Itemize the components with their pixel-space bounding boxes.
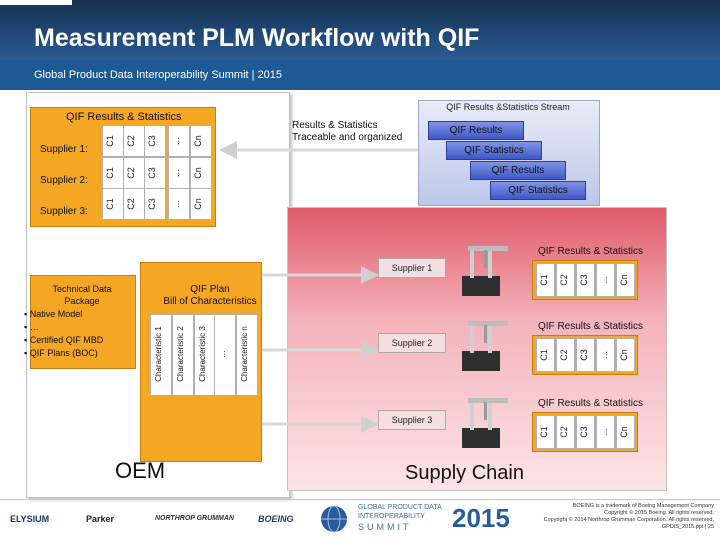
logo-elysium: ELYSIUM (10, 514, 50, 524)
tdp-title-line-1: Technical Data (52, 284, 112, 294)
cmm-machine-icon (458, 319, 520, 375)
supply-results-cell (536, 338, 555, 372)
qif-plan-title: QIF Plan (190, 284, 230, 295)
legal-line-3: Copyright © 2014 Northrop Grumman Corpor… (543, 517, 714, 523)
tdp-item-4: ▪ QIF Plans (BOC) (24, 348, 98, 358)
traceable-line-1: Results & Statistics (292, 120, 378, 131)
summit-line-2: INTEROPERABILITY (358, 513, 425, 520)
stream-qif-results-1: QIF Results (428, 121, 524, 140)
supply-results-cell (596, 263, 615, 297)
supply-results-title: QIF Results & Statistics (538, 398, 644, 409)
summit-line-3: SUMMIT (358, 522, 412, 532)
logo-boeing: BOEING (258, 514, 294, 524)
globe-icon (321, 505, 347, 533)
tdp-panel (30, 275, 136, 369)
logo-parker: Parker (86, 514, 115, 524)
stream-qif-results-2: QIF Results (470, 161, 566, 180)
legal-line-1: BOEING is a trademark of Boeing Manageme… (572, 503, 714, 509)
page-subtitle: Global Product Data Interoperability Sum… (34, 69, 283, 81)
oem-supplier-3-label: Supplier 3: (40, 206, 88, 217)
page-title: Measurement PLM Workflow with QIF (34, 24, 480, 52)
characteristic-cell (172, 314, 194, 396)
supply-results-cell (596, 338, 615, 372)
summit-year: 2015 (452, 503, 510, 533)
characteristic-cell (150, 314, 172, 396)
supply-results-cell (576, 415, 595, 449)
supplier-box: Supplier 3 (378, 410, 446, 430)
oem-results-title: QIF Results & Statistics (66, 111, 182, 123)
supply-results-title: QIF Results & Statistics (538, 246, 644, 257)
tdp-item-1: ▪ Native Model (24, 309, 83, 319)
supply-results-cell (616, 338, 635, 372)
legal-line-4: GPDIS_2015.ppt | 25 (661, 524, 714, 530)
tdp-item-2: ▪ … (24, 322, 39, 332)
supply-results-title: QIF Results & Statistics (538, 321, 644, 332)
header-bar (0, 0, 720, 60)
oem-results-cell (168, 188, 190, 220)
supply-results-cell (596, 415, 615, 449)
subtitle-band (0, 60, 720, 90)
stream-qif-statistics-1: QIF Statistics (446, 141, 542, 160)
characteristic-cell (214, 314, 236, 396)
summit-line-1: GLOBAL PRODUCT DATA (358, 504, 442, 511)
oem-results-cell (144, 188, 166, 220)
oem-results-cell (168, 125, 190, 157)
stream-qif-statistics-2: QIF Statistics (490, 181, 586, 200)
oem-supplier-1-label: Supplier 1: (40, 144, 88, 155)
oem-supplier-2-label: Supplier 2: (40, 175, 88, 186)
supply-results-cell (616, 263, 635, 297)
header-tab (0, 0, 72, 5)
supplier-box: Supplier 1 (378, 258, 446, 278)
supply-results-cell (556, 263, 575, 297)
supply-results-cell (536, 415, 555, 449)
oem-results-cell (144, 125, 166, 157)
footer-divider (0, 499, 720, 500)
stream-title: QIF Results &Statistics Stream (446, 102, 570, 112)
oem-results-cell (190, 188, 212, 220)
legal-line-2: Copyright © 2015 Boeing. All rights rese… (604, 510, 714, 516)
supply-results-cell (556, 338, 575, 372)
tdp-title-line-2: Package (64, 296, 100, 306)
cmm-machine-icon (458, 396, 520, 452)
logo-northrop: NORTHROP GRUMMAN (155, 515, 234, 522)
supply-chain-label: Supply Chain (405, 462, 524, 484)
characteristic-cell (236, 314, 258, 396)
oem-results-cell (190, 125, 212, 157)
oem-label: OEM (115, 458, 166, 483)
supply-results-cell (576, 263, 595, 297)
supply-results-cell (536, 263, 555, 297)
supply-results-cell (576, 338, 595, 372)
traceable-line-2: Traceable and organized (292, 132, 403, 143)
supply-results-cell (616, 415, 635, 449)
supply-results-cell (556, 415, 575, 449)
legal-text: BOEING is a trademark of Boeing Manageme… (524, 503, 714, 531)
cmm-machine-icon (458, 244, 520, 300)
qif-plan-subtitle: Bill of Characteristics (163, 296, 257, 307)
tdp-item-3: ▪ Certified QIF MBD (24, 335, 104, 345)
